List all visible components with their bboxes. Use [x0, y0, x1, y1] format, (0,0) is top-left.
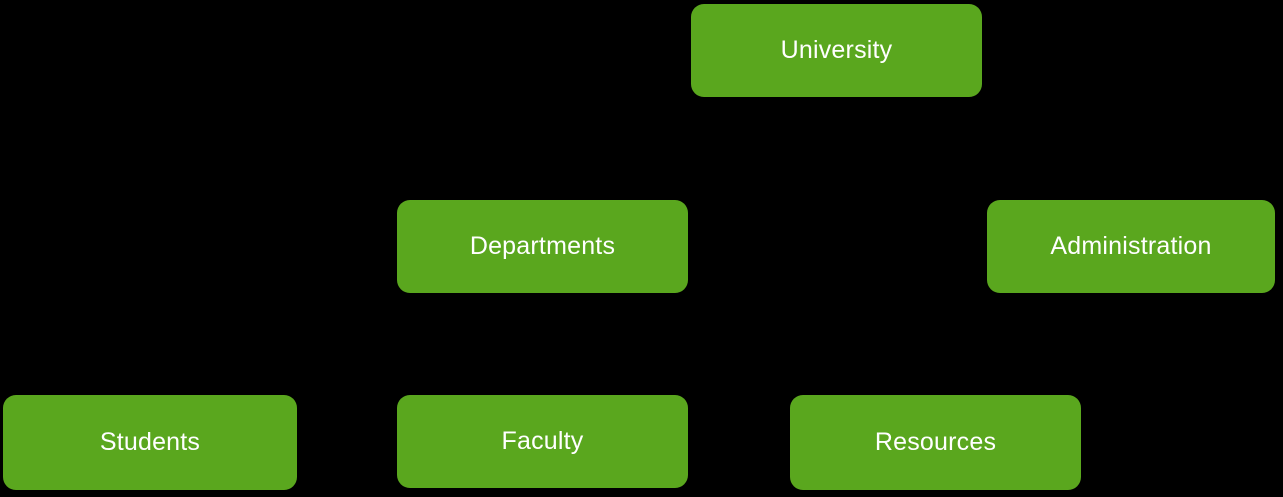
- diagram-node-resources: Resources: [790, 395, 1081, 490]
- diagram-node-faculty: Faculty: [397, 395, 688, 488]
- diagram-node-departments: Departments: [397, 200, 688, 293]
- diagram-node-university: University: [691, 4, 982, 97]
- diagram-node-administration: Administration: [987, 200, 1275, 293]
- diagram-node-students: Students: [3, 395, 297, 490]
